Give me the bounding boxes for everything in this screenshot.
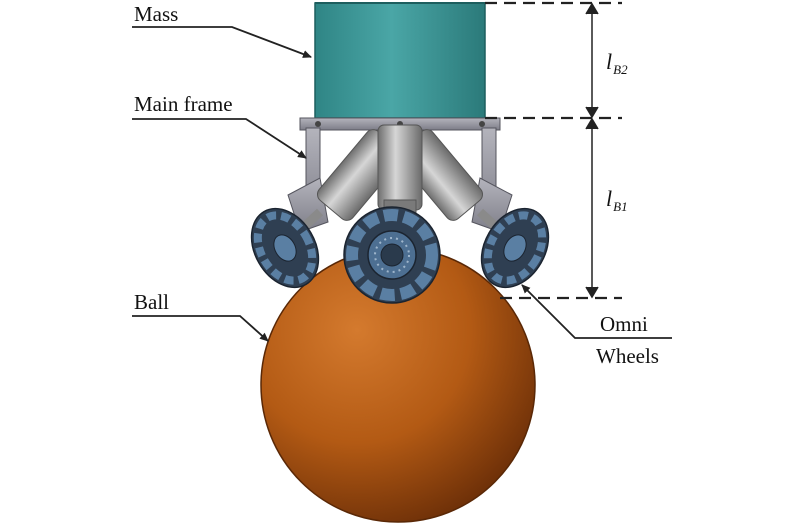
dimension-arrow-lb2	[585, 2, 599, 119]
omni-wheel-center	[343, 206, 441, 304]
dimension-lb1-label: lB1	[606, 186, 628, 214]
motor-center	[377, 124, 423, 215]
leader-main-frame	[132, 118, 307, 159]
main-frame-label: Main frame	[134, 92, 233, 116]
mass-label: Mass	[134, 2, 179, 26]
dimension-lb2-label: lB2	[606, 49, 628, 77]
omni-label-line2: Wheels	[596, 344, 659, 368]
omni-wheel-right	[480, 207, 550, 289]
omni-wheel-left	[250, 207, 320, 289]
leader-mass	[132, 26, 312, 58]
leader-omni-wheels	[521, 284, 672, 339]
ball-label: Ball	[134, 290, 169, 314]
omni-label-line1: Omni	[600, 312, 648, 336]
mass-cylinder	[314, 2, 486, 119]
dimension-arrow-lb1	[585, 117, 599, 299]
leader-ball	[132, 315, 269, 342]
dimension-guides	[485, 1, 622, 300]
